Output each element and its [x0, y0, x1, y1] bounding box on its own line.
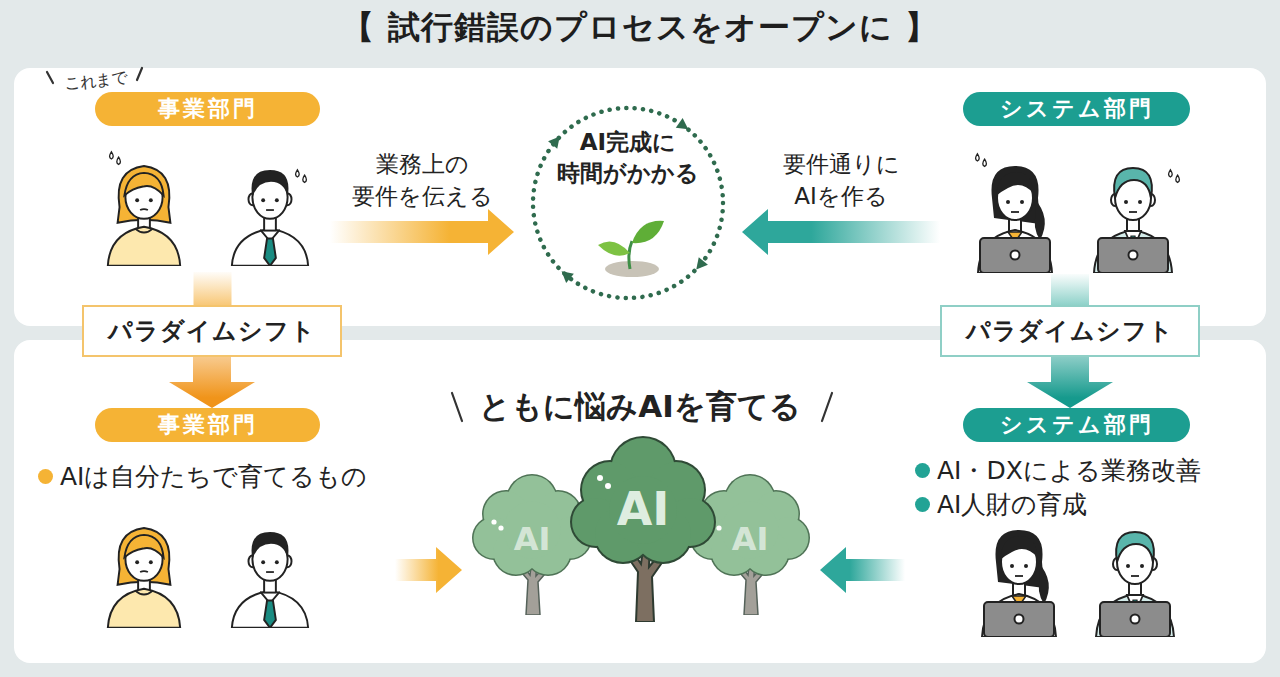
department-group: システム部門 [940, 92, 1200, 274]
bullet-text: AI・DXによる業務改善 [937, 454, 1201, 487]
bullet-item: AI人財の育成 [915, 488, 1087, 521]
ring-arrowhead [696, 257, 708, 269]
bullet-dot [915, 497, 930, 512]
sprout-leaf [598, 241, 630, 255]
shift-box: パラダイムシフト [82, 305, 342, 357]
bullet-dot [38, 469, 53, 484]
department-pill: システム部門 [963, 408, 1190, 442]
tree-shape: AI [688, 470, 812, 615]
bullet-item: AI・DXによる業務改善 [915, 454, 1201, 487]
shift-box: パラダイムシフト [940, 305, 1200, 357]
department-pill: システム部門 [963, 92, 1190, 126]
bullet-text: AI人財の育成 [937, 488, 1087, 521]
department-group: 事業部門 AIは自分たちで育てるもの [35, 408, 395, 630]
edge-label: 業務上の 要件を伝える [332, 148, 512, 212]
tree-shape: AI [568, 432, 718, 622]
edge-label: 要件通りに AIを作る [751, 148, 931, 212]
bullet-dot [915, 463, 930, 478]
ring-arrowhead [562, 271, 574, 283]
ring-arrowhead [548, 137, 560, 149]
panel-band: ともに悩みAIを育てる事業部門AIは自分たちで育てるものAIAIAIシステム部門… [14, 340, 1266, 663]
shift-text: パラダイムシフト [966, 315, 1174, 347]
tree-shape: AI [470, 470, 594, 615]
dotted-ring [533, 108, 723, 298]
bullet-text: AIは自分たちで育てるもの [60, 460, 367, 493]
sprout-leaf [632, 221, 664, 243]
department-pill: 事業部門 [95, 408, 320, 442]
circle-text: AI完成に 時間がかかる [548, 127, 708, 189]
department-group: 事業部門 [95, 92, 330, 272]
department-pill: 事業部門 [95, 92, 320, 126]
soil [605, 261, 659, 277]
shift-text: パラダイムシフト [108, 315, 316, 347]
sprout-stem [629, 241, 632, 269]
bullet-item: AIは自分たちで育てるもの [38, 460, 367, 493]
ring-arrowhead [676, 118, 688, 129]
panel-band: これまで事業部門AI完成に 時間がかかるシステム部門 [14, 68, 1266, 326]
diagram-title: 【 試行錯誤のプロセスをオープンに 】 [0, 6, 1280, 50]
cycle-circle: AI完成に 時間がかかる [528, 103, 728, 303]
tree-text: AI [568, 482, 718, 536]
department-group: システム部門 AI・DXによる業務改善AI人財の育成 [905, 408, 1235, 630]
